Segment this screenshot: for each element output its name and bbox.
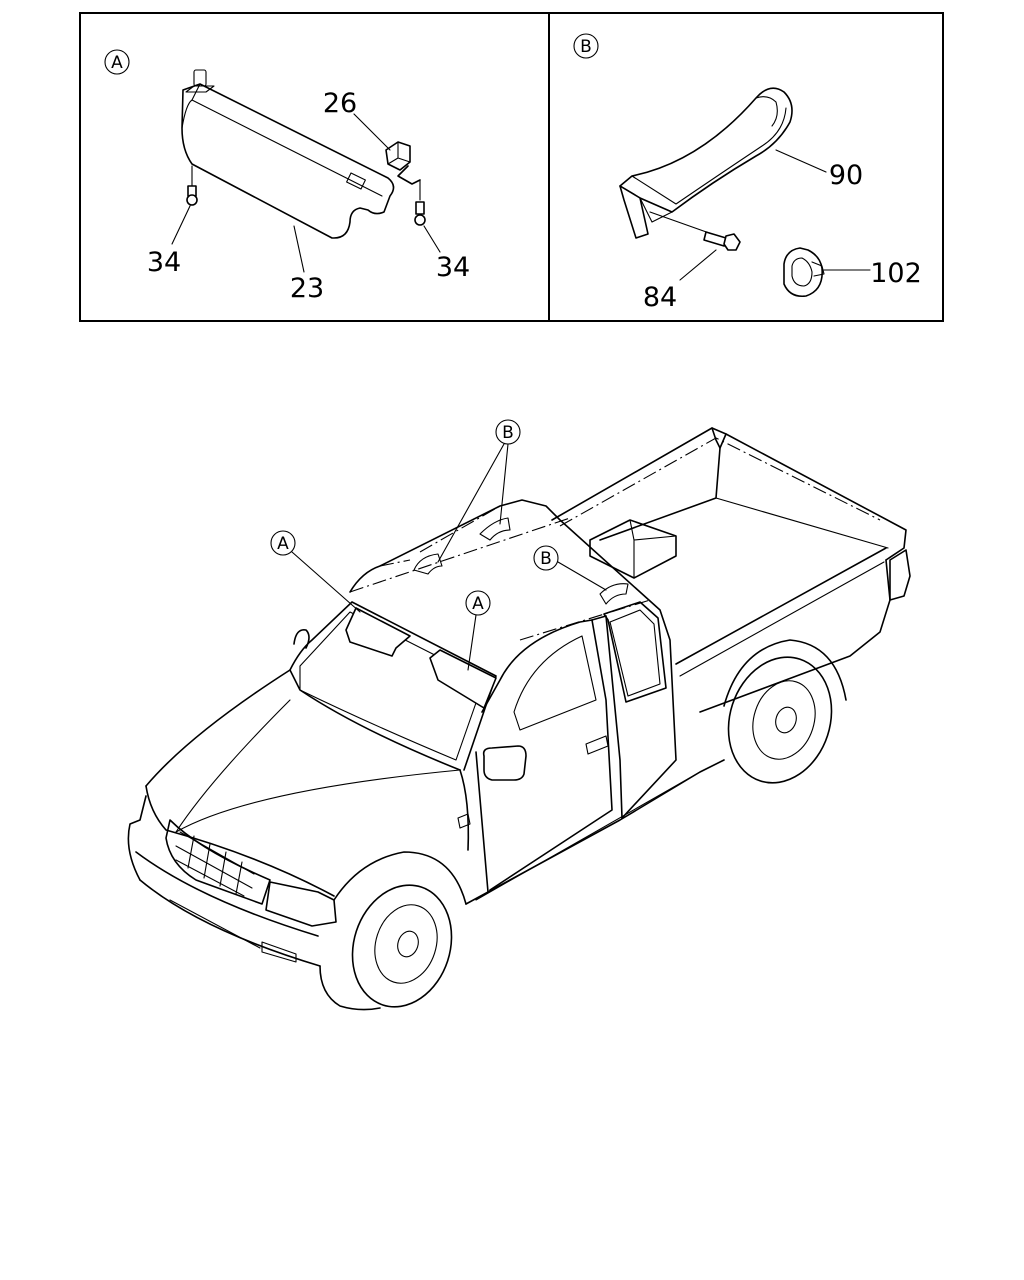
truck-ref-a-right: A [472, 594, 484, 614]
panel-b-label: B [580, 37, 592, 57]
callout-26: 26 [323, 88, 357, 119]
pickup-truck-icon [127, 427, 911, 1011]
front-wheel [351, 884, 453, 1008]
sun-visor-icon [181, 69, 395, 239]
callout-84: 84 [643, 282, 677, 313]
assist-grip-icon [619, 87, 793, 239]
visor-clip-icon [385, 141, 421, 201]
panel-a: A 26 [104, 49, 470, 304]
bolt-icon [703, 231, 741, 251]
callout-23: 23 [290, 273, 324, 304]
grille-mesh [175, 831, 255, 897]
panel-b-marker [573, 33, 599, 59]
screw-icon-right [414, 201, 426, 226]
screw-icon-left [186, 165, 198, 206]
truck-ref-a-left: A [277, 534, 289, 554]
panel-b: B 90 84 102 [573, 33, 922, 313]
detail-frame [79, 12, 944, 322]
callout-102: 102 [870, 258, 922, 289]
callout-90: 90 [829, 160, 863, 191]
truck-ref-b-rear: B [540, 549, 552, 569]
panel-a-marker [104, 49, 130, 75]
truck-reference-markers: A A B B [270, 419, 607, 671]
rear-wheel [723, 639, 847, 784]
truck-ref-b-top: B [502, 423, 514, 443]
grip-cover-icon [783, 247, 825, 298]
panel-a-label: A [111, 53, 123, 73]
callout-34-right: 34 [436, 252, 470, 283]
callout-34-left: 34 [147, 247, 181, 278]
